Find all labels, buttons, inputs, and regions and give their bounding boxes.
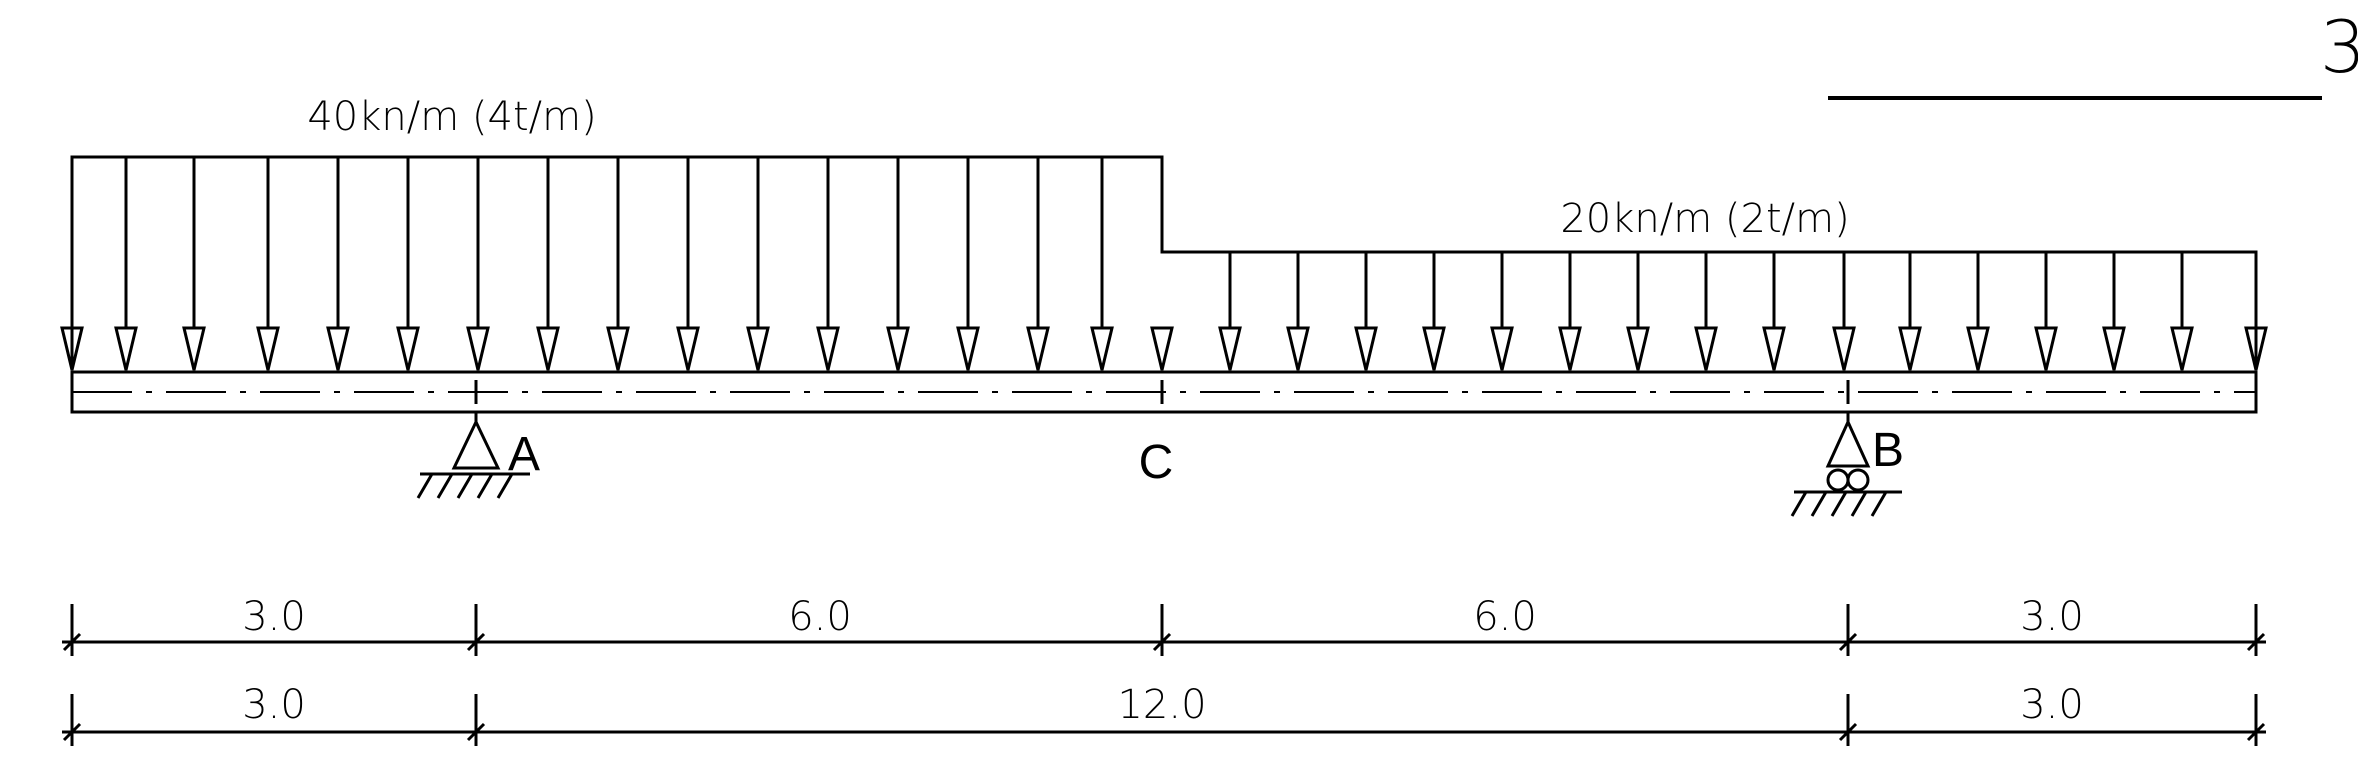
dimension-line-top bbox=[62, 604, 2266, 656]
pin-support-a bbox=[416, 412, 530, 499]
load-arrows-right bbox=[1218, 252, 2268, 371]
load-arrows-left bbox=[60, 157, 1174, 371]
dimension-bottom-1: 3.0 bbox=[242, 682, 306, 728]
dimension-top-4: 3.0 bbox=[2020, 594, 2084, 640]
drawing-title: תרשים מספר 33 bbox=[2320, 5, 2358, 89]
dimension-top-2: 6.0 bbox=[788, 594, 852, 640]
dimension-top-3: 6.0 bbox=[1473, 594, 1537, 640]
point-label-c: C bbox=[1139, 436, 1174, 489]
point-label-b: B bbox=[1872, 424, 1904, 477]
load-label-right: 20kn/m (2t/m) bbox=[1560, 196, 1849, 242]
load-label-left: 40kn/m (4t/m) bbox=[307, 94, 596, 140]
dimension-bottom-3: 3.0 bbox=[2020, 682, 2084, 728]
roller-support-b bbox=[1790, 412, 1902, 517]
section-ticks bbox=[474, 380, 1850, 404]
dimension-top-1: 3.0 bbox=[242, 594, 306, 640]
dimension-bottom-2: 12.0 bbox=[1117, 682, 1206, 728]
point-label-a: A bbox=[508, 428, 540, 481]
dimension-line-bottom bbox=[62, 694, 2266, 746]
load-envelope bbox=[70, 155, 2258, 370]
